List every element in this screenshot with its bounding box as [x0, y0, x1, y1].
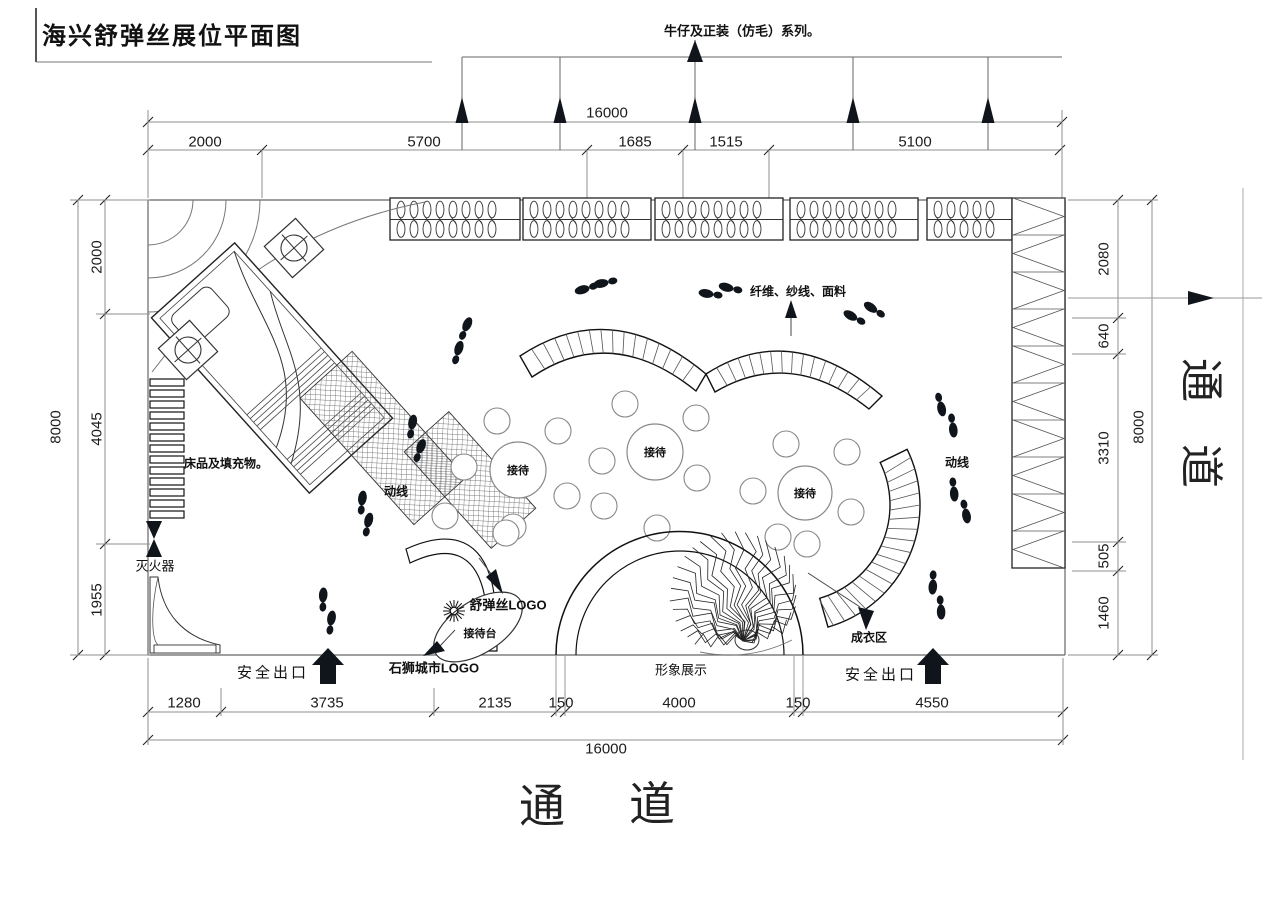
dim-top-3: 1515: [709, 133, 743, 151]
dim-top-total: 16000: [586, 104, 628, 122]
reception-area: [431, 390, 865, 558]
image-display-label: 形象展示: [654, 662, 708, 678]
hatched-rug: [299, 350, 537, 550]
feather-art: [669, 531, 797, 648]
rug-a: [299, 350, 467, 526]
snowflake-logo: [443, 600, 465, 622]
dim-bottom-0: 1280: [167, 694, 201, 712]
dim-bottom-total: 16000: [585, 740, 627, 758]
dim-bottom-4: 4000: [662, 694, 696, 712]
aisle-bottom-char-1: 通: [519, 781, 565, 832]
flow-label-left: 动线: [383, 484, 409, 499]
shishi-logo-label: 石狮城市LOGO: [388, 660, 480, 676]
bedding-rack: [149, 378, 185, 519]
reception-table-2-label: 接待: [644, 447, 666, 459]
reception-desk-label: 接待台: [463, 628, 497, 640]
dim-top-1: 5700: [407, 133, 441, 151]
title-block-rule: [35, 8, 432, 63]
garment-curved-wall: [807, 448, 921, 630]
dim-right-4: 1460: [1095, 596, 1113, 630]
dim-right-total: 8000: [1130, 410, 1148, 444]
dim-top-4: 5100: [898, 133, 932, 151]
fiber-label: 纤维、纱线、面料: [749, 284, 847, 299]
dim-left-2: 1955: [88, 583, 106, 617]
right-direction-arrow: [1068, 291, 1262, 305]
hanger-racks: [389, 197, 1013, 241]
dim-right-2: 3310: [1095, 431, 1113, 465]
dim-bottom-2: 2135: [478, 694, 512, 712]
shutansi-logo-label: 舒弹丝LOGO: [469, 597, 547, 613]
dim-right-3: 505: [1095, 543, 1113, 569]
nightstand: [157, 319, 219, 381]
safety-exit-right-label: 安全出口: [844, 667, 918, 684]
reception-table-1-label: 接待: [507, 465, 529, 477]
corner-counter: [149, 576, 221, 654]
dim-bottom-5: 150: [785, 694, 811, 712]
zigzag-wall: [1011, 197, 1066, 569]
series-note: 牛仔及正装（仿毛）系列。: [663, 23, 821, 39]
fire-extinguisher-label: 灭火器: [135, 558, 175, 574]
reception-table-3-label: 接待: [794, 488, 816, 500]
garment-area-label: 成衣区: [850, 630, 888, 645]
dim-left-0: 2000: [88, 240, 106, 274]
fire-extinguisher-icon: [146, 521, 162, 557]
aisle-right-char-1: 通: [1176, 358, 1225, 402]
exit-arrows: [312, 648, 949, 684]
entry-funnel-wall: [405, 538, 498, 652]
aisle-right-char-2: 道: [1176, 444, 1225, 488]
image-display-arch: [555, 530, 804, 692]
series-pointer-bracket: [455, 40, 1062, 150]
dimension-lines: [70, 110, 1158, 746]
dim-top-0: 2000: [188, 133, 222, 151]
dim-right-0: 2080: [1095, 242, 1113, 276]
dim-bottom-6: 4550: [915, 694, 949, 712]
dim-right-1: 640: [1095, 323, 1113, 349]
dim-top-2: 1685: [618, 133, 652, 151]
dim-bottom-1: 3735: [310, 694, 344, 712]
dim-left-total: 8000: [47, 410, 65, 444]
reception-desk: [433, 591, 523, 663]
dim-left-1: 4045: [88, 412, 106, 446]
bedding-label: 床品及填充物。: [183, 456, 269, 471]
fiber-pointer: [785, 300, 797, 336]
dim-bottom-3: 150: [548, 694, 574, 712]
nightstand: [263, 217, 325, 279]
fabric-display-bands: [519, 328, 884, 410]
safety-exit-left-label: 安全出口: [236, 665, 310, 682]
logo-pointers: [423, 557, 503, 656]
flow-label-right: 动线: [944, 455, 970, 470]
aisle-bottom-char-2: 道: [629, 779, 675, 830]
footprints: [318, 277, 971, 635]
page-title: 海兴舒弹丝展位平面图: [42, 24, 302, 50]
